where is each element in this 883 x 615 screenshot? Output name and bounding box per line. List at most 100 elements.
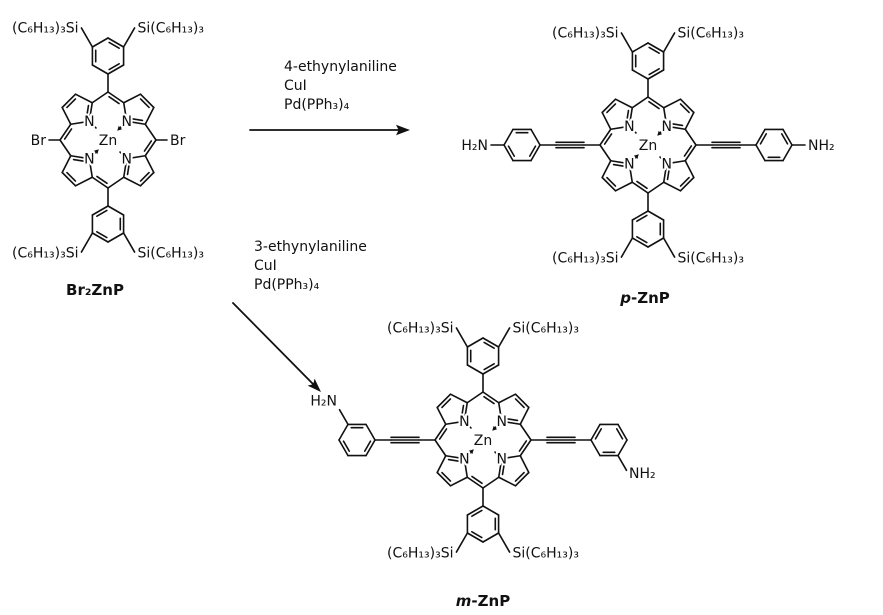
dative-bond-arrowhead: [492, 425, 498, 431]
bond-line: [648, 46, 660, 55]
bond-line: [466, 364, 484, 375]
bond-line: [483, 395, 495, 405]
bond-line: [599, 128, 612, 146]
reaction-2-arrow: [232, 302, 321, 392]
dative-bond-arrowhead: [93, 149, 99, 155]
si-group-label: (C₆H₁₃)₃Si: [12, 21, 78, 37]
bond-line: [69, 120, 91, 126]
n-label: N: [496, 414, 506, 430]
bond-line: [614, 181, 634, 192]
bond-line: [609, 159, 631, 165]
bond-line: [662, 181, 682, 192]
bond-line: [648, 67, 660, 76]
bond-line: [108, 95, 120, 105]
bond-line: [66, 98, 77, 109]
bond-line: [497, 532, 511, 553]
bond-line: [684, 111, 695, 131]
bond-line: [144, 154, 155, 174]
bond-line: [497, 393, 517, 404]
bond-line: [683, 145, 693, 157]
bond-line: [80, 27, 94, 48]
bond-line: [518, 440, 528, 452]
bond-line: [684, 144, 697, 162]
bond-line: [647, 181, 665, 194]
bond-line: [466, 391, 484, 404]
bond-line: [494, 451, 499, 456]
n-label: N: [84, 151, 94, 167]
amine-label: H₂N: [310, 394, 337, 410]
si-group-label: Si(C₆H₁₃)₃: [678, 26, 744, 42]
bond-line: [92, 124, 97, 129]
bond-line: [606, 103, 617, 114]
bond-line: [679, 98, 695, 114]
bond-line: [782, 128, 793, 146]
n-label: N: [459, 451, 469, 467]
porphyrin-skeleton: [490, 32, 806, 258]
bond-line: [497, 476, 517, 487]
bond-line: [497, 401, 503, 423]
zn-label: Zn: [639, 138, 657, 154]
bond-line: [507, 145, 516, 157]
bond-line: [514, 393, 530, 409]
bond-line: [636, 180, 648, 190]
porphyrin-skeleton: [48, 27, 168, 253]
bond-line: [61, 93, 77, 109]
bond-line: [519, 423, 532, 441]
bond-line: [122, 232, 136, 253]
arrow-head: [396, 124, 410, 136]
bond-line: [88, 101, 94, 123]
p-znp-name-italic: p: [619, 289, 631, 307]
bond-line: [662, 32, 676, 53]
bond-line: [467, 451, 472, 456]
si-group-label: Si(C₆H₁₃)₃: [138, 21, 204, 37]
bond-line: [85, 104, 90, 119]
bond-line: [617, 454, 628, 472]
bond-line: [482, 391, 500, 404]
p-znp-name-rest: -ZnP: [631, 289, 670, 307]
bond-line: [107, 64, 125, 75]
dative-bond-arrowhead: [117, 125, 123, 131]
bond-line: [139, 171, 155, 187]
bond-line: [467, 424, 472, 429]
bond-line: [497, 457, 503, 479]
bond-line: [617, 423, 628, 441]
bond-line: [96, 209, 108, 218]
bond-line: [612, 163, 627, 168]
bond-line: [628, 162, 634, 184]
bond-line: [500, 420, 522, 426]
bond-line: [755, 144, 766, 162]
bond-line: [61, 106, 72, 126]
bond-line: [471, 475, 483, 485]
bond-line: [662, 106, 668, 128]
reaction1-condition-line1: 4-ethynylaniline: [284, 59, 397, 75]
bond-line: [609, 125, 631, 131]
bond-line: [365, 439, 376, 457]
bond-line: [107, 232, 125, 243]
bond-line: [530, 128, 541, 146]
bond-line: [647, 210, 665, 221]
bond-line: [441, 398, 452, 409]
bond-line: [107, 37, 125, 48]
n-label: N: [661, 156, 671, 172]
bond-line: [139, 98, 150, 109]
bond-line: [125, 154, 147, 160]
bond-line: [606, 176, 617, 187]
br-label: Br: [170, 133, 186, 149]
bond-line: [514, 471, 530, 487]
bond-line: [122, 27, 136, 48]
reaction2-condition-line2: CuI: [254, 258, 277, 274]
bond-line: [782, 144, 793, 162]
m-znp-name-rest: -ZnP: [471, 592, 510, 610]
bond-line: [519, 454, 530, 474]
si-group-label: Si(C₆H₁₃)₃: [513, 321, 579, 337]
bond-line: [139, 171, 150, 182]
bond-line: [631, 181, 649, 194]
bond-line: [88, 157, 94, 179]
bond-line: [125, 120, 147, 126]
bond-line: [96, 230, 108, 239]
bond-line: [482, 505, 500, 516]
n-label: N: [459, 414, 469, 430]
